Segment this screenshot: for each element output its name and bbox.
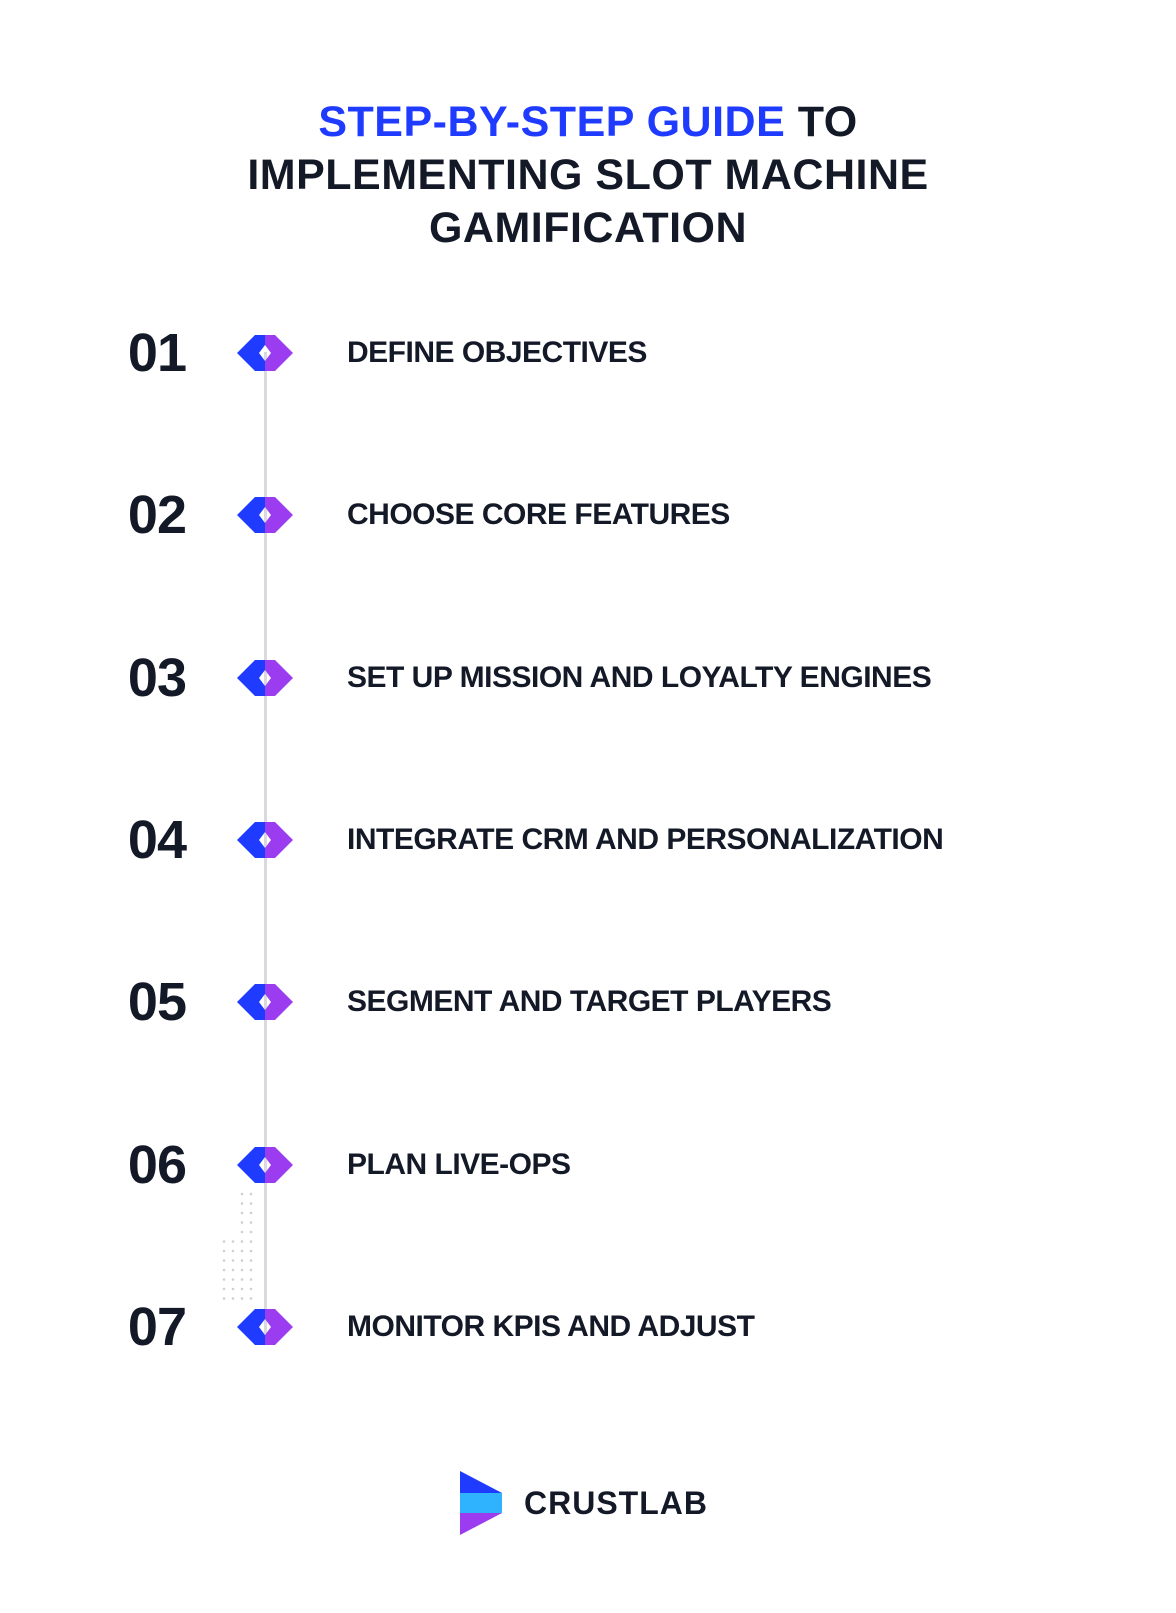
title-line2: IMPLEMENTING SLOT MACHINE bbox=[247, 151, 929, 199]
title-accent: STEP-BY-STEP GUIDE bbox=[318, 98, 786, 146]
step-number: 03 bbox=[127, 648, 187, 708]
diamond-marker-icon bbox=[237, 984, 293, 1020]
crustlab-logo-icon bbox=[460, 1471, 502, 1535]
step-label: DEFINE OBJECTIVES bbox=[347, 336, 647, 369]
step-label: CHOOSE CORE FEATURES bbox=[347, 498, 730, 531]
diamond-marker-icon bbox=[237, 335, 293, 371]
diamond-marker-icon bbox=[237, 1309, 293, 1345]
step-row: 02 CHOOSE CORE FEATURES bbox=[0, 485, 1176, 545]
step-number: 02 bbox=[127, 485, 187, 545]
step-number: 04 bbox=[127, 810, 187, 870]
step-row: 03 SET UP MISSION AND LOYALTY ENGINES bbox=[0, 648, 1176, 708]
title-line1-rest: TO bbox=[785, 98, 858, 146]
step-label: PLAN LIVE-OPS bbox=[347, 1148, 571, 1181]
diamond-marker-icon bbox=[237, 497, 293, 533]
step-label: SET UP MISSION AND LOYALTY ENGINES bbox=[347, 661, 932, 694]
brand-name: CRUSTLAB bbox=[524, 1485, 708, 1521]
page-title: STEP-BY-STEP GUIDE TO IMPLEMENTING SLOT … bbox=[0, 96, 1176, 255]
title-line3: GAMIFICATION bbox=[428, 204, 748, 252]
step-label: INTEGRATE CRM AND PERSONALIZATION bbox=[347, 823, 944, 856]
step-number: 06 bbox=[127, 1135, 187, 1195]
dot-grid-decoration bbox=[222, 1192, 253, 1300]
brand-logo: CRUSTLAB bbox=[460, 1471, 760, 1535]
step-label: MONITOR KPIS AND ADJUST bbox=[347, 1310, 755, 1343]
step-number: 01 bbox=[127, 323, 187, 383]
step-number: 05 bbox=[127, 972, 187, 1032]
step-row: 04 INTEGRATE CRM AND PERSONALIZATION bbox=[0, 810, 1176, 870]
step-label: SEGMENT AND TARGET PLAYERS bbox=[347, 985, 832, 1018]
diamond-marker-icon bbox=[237, 1147, 293, 1183]
step-row: 07 MONITOR KPIS AND ADJUST bbox=[0, 1297, 1176, 1357]
timeline-line bbox=[264, 352, 267, 1334]
step-row: 01 DEFINE OBJECTIVES bbox=[0, 323, 1176, 383]
step-row: 06 PLAN LIVE-OPS bbox=[0, 1135, 1176, 1195]
step-row: 05 SEGMENT AND TARGET PLAYERS bbox=[0, 972, 1176, 1032]
diamond-marker-icon bbox=[237, 822, 293, 858]
diamond-marker-icon bbox=[237, 660, 293, 696]
step-number: 07 bbox=[127, 1297, 187, 1357]
